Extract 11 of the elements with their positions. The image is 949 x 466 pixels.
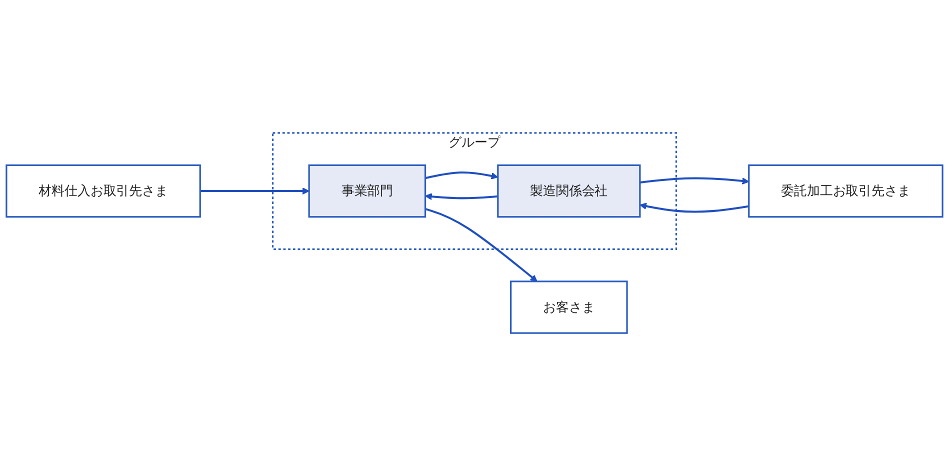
node-box: 委託加工お取引先さま — [748, 164, 944, 218]
arrow — [424, 193, 498, 200]
node-box: 材料仕入お取引先さま — [6, 164, 201, 218]
arrow — [200, 187, 310, 195]
node-box: 事業部門 — [308, 164, 426, 218]
node-box: お客さま — [510, 280, 628, 334]
node-box: 製造関係会社 — [497, 164, 641, 218]
arrow — [640, 177, 750, 185]
arrow — [640, 202, 750, 213]
arrow — [424, 208, 538, 282]
arrow — [425, 171, 498, 180]
